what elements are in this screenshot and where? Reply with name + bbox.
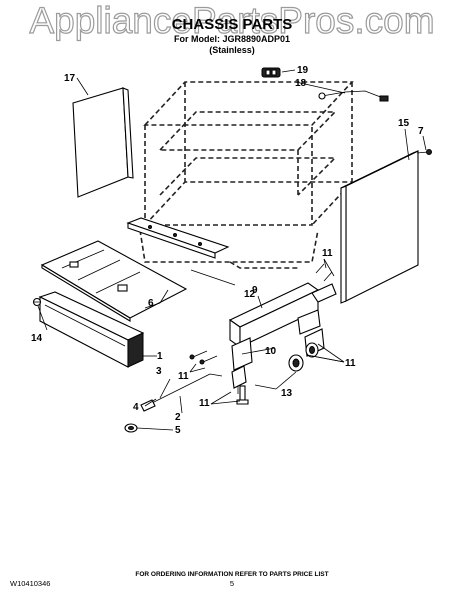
callout-19: 19 [297,65,309,76]
oven-cavity-outline [139,81,354,269]
callout-10: 10 [265,346,277,357]
callout-labels: 17 19 18 15 7 11 6 9 12 14 1 3 11 10 11 … [31,65,424,436]
callout-1: 1 [157,351,163,362]
callout-13: 13 [281,388,293,399]
connector-part [261,67,281,78]
anti-tip-rod [147,373,223,406]
callout-11-top: 11 [322,248,333,259]
page-title: CHASSIS PARTS [172,16,293,33]
callout-3: 3 [156,366,162,377]
callout-11-left: 11 [178,371,189,382]
callout-6: 6 [148,298,154,309]
callout-9: 9 [252,285,258,296]
wire-harness [318,90,389,102]
callout-7: 7 [418,126,424,137]
document-number: W10410346 [10,579,50,588]
chassis-bracket [228,282,337,371]
callout-14: 14 [31,333,43,344]
kick-panel [38,291,145,368]
callout-12: 12 [244,289,256,300]
watermark-text: AppliancePartsPros.com [29,0,434,41]
side-panel-left [72,87,134,198]
callout-11-right: 11 [345,358,356,369]
leader-lines [37,69,427,431]
kick-panel-screw [32,297,42,307]
callout-2: 2 [175,412,181,423]
model-line: For Model: JGR8890ADP01 [174,34,290,44]
callout-18: 18 [295,78,307,89]
rod-clip [140,399,156,412]
screw-part [416,149,432,155]
callout-11-bottom: 11 [199,398,210,409]
callout-15: 15 [398,118,410,129]
side-panel-right [340,150,419,304]
page-number: 5 [230,579,234,588]
callout-4: 4 [133,402,139,413]
grommet [124,423,138,433]
front-rail [126,217,230,259]
ordering-instruction: FOR ORDERING INFORMATION REFER TO PARTS … [135,571,328,578]
callout-17: 17 [64,73,76,84]
leveling-legs [231,328,325,405]
callout-5: 5 [175,425,181,436]
bottom-plate [40,240,188,322]
finish-line: (Stainless) [209,45,255,55]
